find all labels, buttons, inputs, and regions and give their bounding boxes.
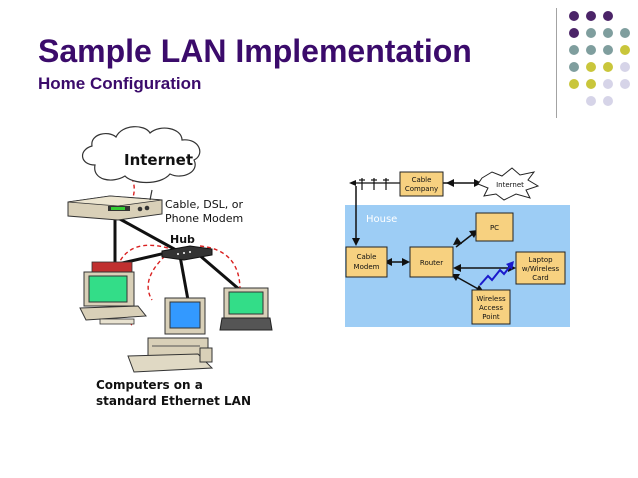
cable-modem-box [345, 246, 388, 278]
slide-subtitle: Home Configuration [38, 74, 202, 93]
internet-cloud-icon [82, 126, 201, 184]
laptop-box [515, 251, 566, 285]
decorative-divider [556, 8, 557, 118]
laptop-line1: Laptop [528, 256, 553, 264]
wireless-signal-icon [479, 261, 514, 286]
green-desktop-computer-icon [79, 261, 147, 325]
laptop-line3: Card [532, 274, 548, 282]
modem-label-line2: Phone Modem [165, 212, 243, 225]
pc-box [475, 212, 514, 242]
laptop-line2: w/Wireless [522, 265, 560, 273]
caption-line1: Computers on a [96, 378, 203, 392]
utility-poles-icon [352, 178, 400, 190]
internet-burst-label: Internet [496, 181, 524, 189]
hub-icon [161, 245, 213, 261]
slide-title: Sample LAN Implementation [38, 33, 472, 69]
house-label: House [366, 214, 397, 225]
wap-line1: Wireless [476, 295, 506, 303]
pc-label: PC [490, 224, 499, 232]
blue-desktop-computer-icon [127, 297, 214, 373]
internet-starburst-icon [477, 167, 540, 201]
left-diagram: Internet Cable, DSL, or Phone Modem Hub [67, 126, 273, 408]
internet-label: Internet [124, 151, 193, 169]
hub-label: Hub [170, 233, 195, 246]
caption-line2: standard Ethernet LAN [96, 394, 251, 408]
router-label: Router [420, 259, 443, 267]
cable-company-line1: Cable [412, 176, 432, 184]
cable-company-line2: Company [405, 185, 438, 193]
teal-computer-icon [219, 287, 273, 331]
right-diagram: House [345, 167, 570, 327]
modem-icon [67, 189, 163, 221]
cable-modem-line2: Modem [354, 263, 380, 271]
wireless-access-point-box [471, 289, 511, 325]
wap-line3: Point [482, 313, 500, 321]
modem-label-line1: Cable, DSL, or [165, 198, 244, 211]
cable-company-box [399, 171, 444, 197]
wap-line2: Access [479, 304, 503, 312]
router-box [409, 246, 454, 278]
cable-modem-line1: Cable [357, 253, 377, 261]
decorative-dot-grid [569, 11, 630, 106]
